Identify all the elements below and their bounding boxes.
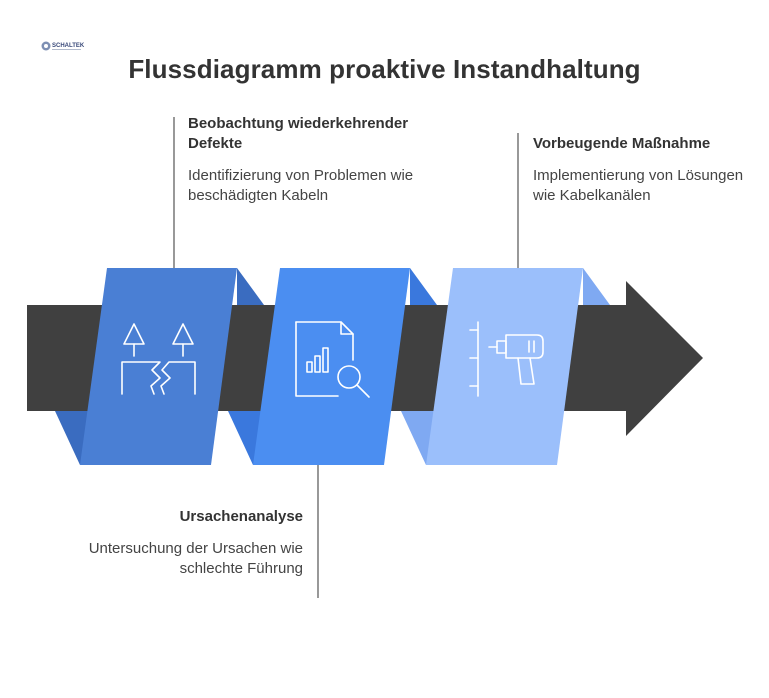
document-chart-magnifier-icon [295, 321, 370, 398]
step-1-panel [80, 268, 237, 465]
step-3-fold-top [583, 268, 610, 305]
broken-trees-icon [121, 323, 196, 395]
step-3-caption: Vorbeugende Maßnahme Implementierung von… [533, 134, 753, 206]
step-3-panel [426, 268, 583, 465]
step-3-description: Implementierung von Lösungen wie Kabelka… [533, 167, 744, 204]
step-2-caption: Ursachenanalyse Untersuchung der Ursache… [60, 507, 303, 579]
step-3-title: Vorbeugende Maßnahme [533, 135, 711, 152]
drill-icon [469, 321, 544, 397]
step-2-panel [253, 268, 410, 465]
company-logo: SCHALTEK [41, 41, 85, 51]
page-title: Flussdiagramm proaktive Instandhaltung [128, 54, 641, 84]
step-2-title: Ursachenanalyse [179, 508, 303, 525]
step-1-description: Identifizierung von Problemen wie beschä… [188, 167, 414, 204]
step-2-fold-top [410, 268, 437, 305]
svg-text:SCHALTEK: SCHALTEK [52, 43, 85, 49]
step-1-title: Beobachtung wiederkehrender Defekte [188, 115, 409, 152]
step-1-fold-top [237, 268, 264, 305]
step-2-description: Untersuchung der Ursachen wie schlechte … [88, 540, 303, 577]
step-1-caption: Beobachtung wiederkehrender Defekte Iden… [188, 114, 418, 206]
